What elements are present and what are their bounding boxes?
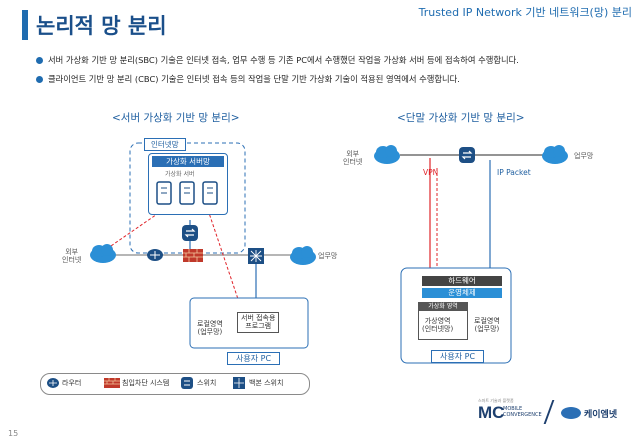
legend [40, 373, 310, 395]
cloud-icon [290, 246, 316, 265]
server-icon [156, 181, 172, 205]
virtual-area-label: 가상화 영역 [419, 303, 467, 311]
page-title: 논리적 망 분리 [36, 14, 167, 38]
user-pc-label-right: 사용자 PC [431, 350, 485, 363]
ip-packet-label: IP Packet [497, 168, 531, 177]
cloud-icon [90, 244, 116, 263]
external-internet-label-left: 외부 인터넷 [62, 248, 82, 265]
business-net-label-right: 업무망 [574, 152, 594, 160]
router-icon [147, 249, 163, 261]
server-icons [156, 181, 218, 205]
kt-logo-icon [561, 407, 581, 419]
legend-backbone: 백본 스위치 [249, 379, 284, 387]
vserver-group-label: 가상화 서버망 [152, 156, 224, 167]
page-number: 15 [8, 429, 19, 438]
logo-mc-text: MOBILE CONVERGENCE [503, 406, 542, 418]
bullet-cbc: 클라이언트 기반 망 분리 (CBC) 기술은 인터넷 접속 등의 작업을 단말… [36, 73, 460, 85]
title-accent-bar [22, 10, 28, 40]
os-layer: 운영체제 [422, 288, 502, 298]
bullet-text-sbc: 서버 가상화 기반 망 분리(SBC) 기술은 인터넷 접속, 업무 수행 등 … [48, 55, 519, 65]
hardware-layer: 하드웨어 [422, 276, 502, 286]
bullet-dot-icon [36, 76, 43, 83]
logo-kt-text: 케이엠넷 [584, 410, 618, 420]
internet-zone-label: 인터넷망 [144, 138, 186, 151]
user-pc-label-left: 사용자 PC [227, 352, 281, 365]
legend-switch: 스위치 [197, 379, 217, 387]
cloud-icon [374, 145, 400, 164]
vserver-label: 가상화 서버 [165, 171, 195, 178]
local-zone-label: 로컬영역 (업무망) [474, 317, 500, 334]
bullet-dot-icon [36, 57, 43, 64]
right-diagram-title: <단말 가상화 기반 망 분리> [397, 112, 525, 124]
left-diagram-title: <서버 가상화 기반 망 분리> [112, 112, 240, 124]
firewall-icon [183, 249, 203, 262]
local-area-label: 로컬영역 (업무망) [197, 320, 223, 337]
virtual-zone-label: 가상영역 (인터넷망) [422, 317, 454, 334]
cloud-icon [542, 145, 568, 164]
server-access-program: 서버 접속용 프로그램 [237, 312, 280, 333]
firewall-icon [104, 378, 120, 388]
switch-icon [181, 377, 193, 389]
business-net-label-left: 업무망 [318, 252, 338, 260]
switch-icon [459, 147, 475, 163]
legend-router: 라우터 [62, 379, 82, 387]
logo-mc: MC [478, 403, 505, 422]
topic-label: Trusted IP Network 기반 네트워크(망) 분리 [418, 6, 632, 19]
router-icon [47, 378, 59, 388]
backbone-switch-icon [248, 248, 264, 264]
backbone-switch-icon [233, 377, 245, 389]
bullet-text-cbc: 클라이언트 기반 망 분리 (CBC) 기술은 인터넷 접속 등의 작업을 단말… [48, 74, 460, 84]
external-internet-label-right: 외부 인터넷 [343, 150, 363, 167]
server-icon [179, 181, 195, 205]
switch-icon [182, 225, 198, 241]
bullet-sbc: 서버 가상화 기반 망 분리(SBC) 기술은 인터넷 접속, 업무 수행 등 … [36, 54, 519, 66]
server-icon [202, 181, 218, 205]
legend-ips: 침입차단 시스템 [122, 379, 170, 387]
vpn-label: VPN [423, 168, 439, 177]
logo-mc-tagline: 스마트 기술과 플랫폼 [478, 398, 514, 403]
